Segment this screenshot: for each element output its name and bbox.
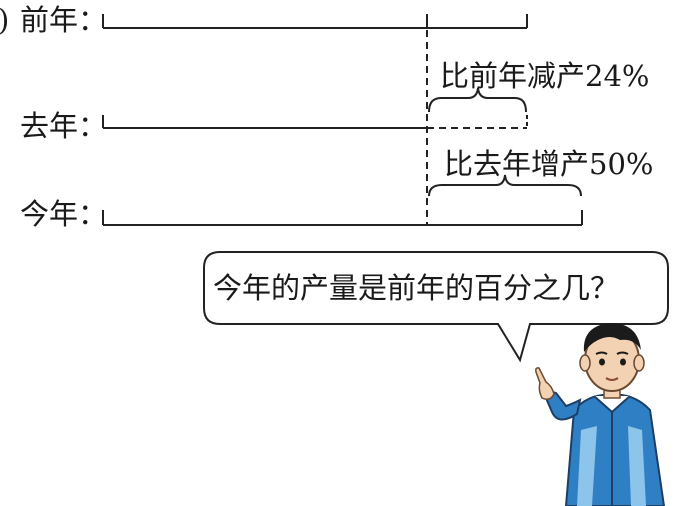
- segment-last-year: [103, 115, 527, 128]
- segment-this-year: [103, 210, 582, 225]
- brace-decrease: [429, 88, 526, 112]
- segment-year-before-last: [103, 14, 527, 28]
- boy-illustration: [536, 323, 664, 506]
- speech-bubble-text: 今年的产量是前年的百分之几？: [213, 274, 619, 303]
- brace-increase: [429, 175, 581, 196]
